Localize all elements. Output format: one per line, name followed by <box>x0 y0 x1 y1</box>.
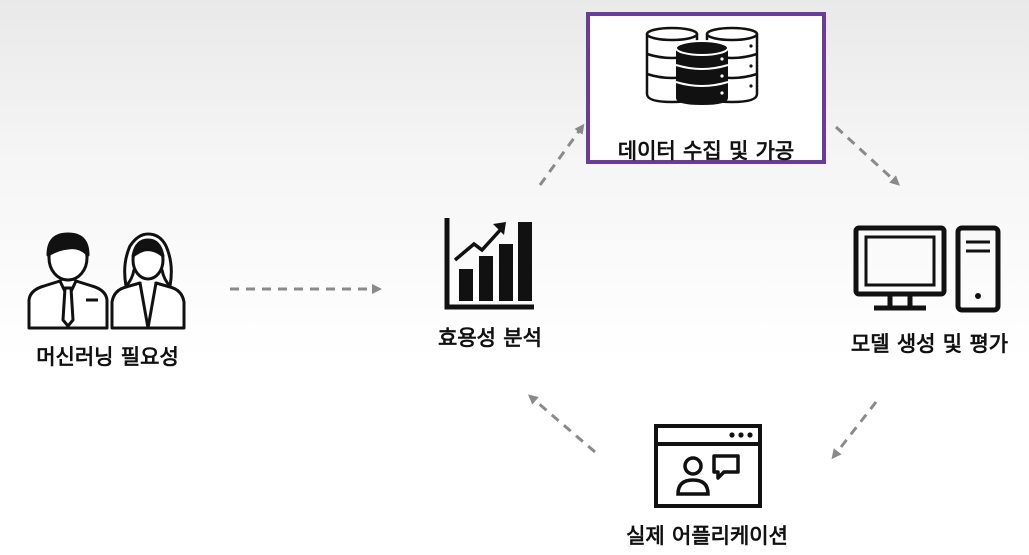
desktop-computer-icon <box>853 225 1001 313</box>
business-people-icon <box>27 232 186 330</box>
app-window-chat-icon <box>654 424 762 508</box>
model-label: 모델 생성 및 평가 <box>850 332 1009 356</box>
arrow-data-to-model <box>834 125 900 186</box>
arrow-model-to-app <box>831 401 878 460</box>
ml-need-label: 머신러닝 필요성 <box>36 345 179 369</box>
arrow-app-to-efficiency <box>527 394 596 454</box>
application-label: 실제 어플리케이션 <box>626 524 788 548</box>
arrow-efficiency-to-data <box>538 123 585 186</box>
efficiency-label: 효용성 분석 <box>438 326 542 350</box>
data-collection-label: 데이터 수집 및 가공 <box>617 139 795 163</box>
database-servers-icon <box>645 26 759 105</box>
bar-chart-growth-icon <box>444 218 534 310</box>
